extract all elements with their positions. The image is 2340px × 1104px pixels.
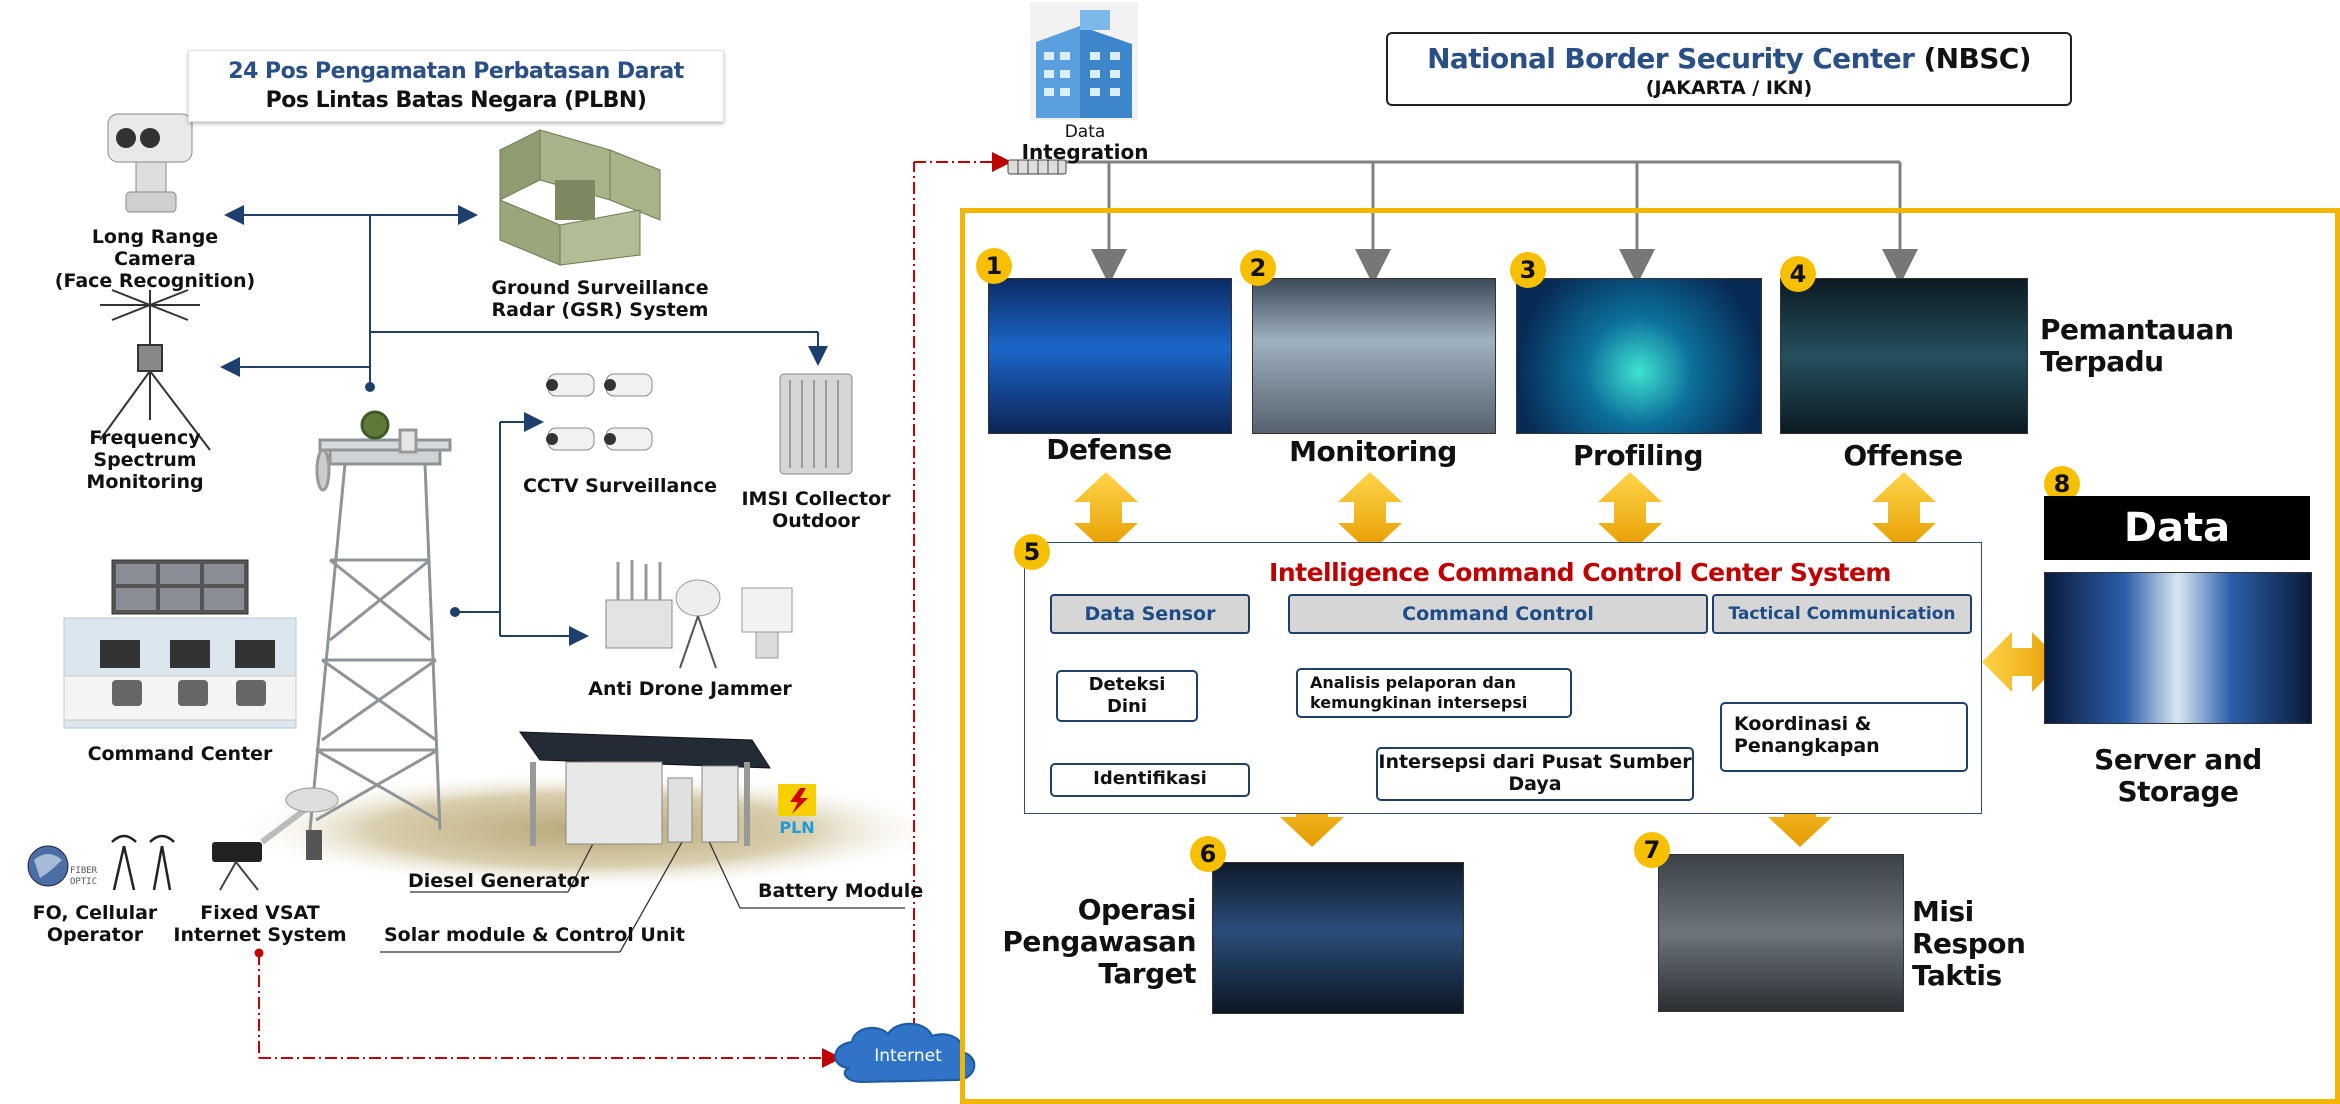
left-title-line2: Pos Lintas Batas Negara (PLBN) (265, 88, 647, 113)
defense-image (988, 278, 1232, 434)
tactical-communication-header: Tactical Communication (1712, 594, 1972, 634)
operasi-badge: 6 (1190, 836, 1226, 872)
profiling-label: Profiling (1572, 439, 1704, 472)
nbsc-subtitle: (JAKARTA / IKN) (1645, 77, 1813, 99)
camera-label: Long Range Camera(Face Recognition) (54, 226, 256, 292)
icccs-badge: 5 (1014, 534, 1050, 570)
module-1-badge: 1 (976, 248, 1012, 284)
long-range-camera-icon (107, 113, 193, 213)
datacenter-arrow (1982, 632, 2062, 692)
nbsc-title-box: National Border Security Center (NBSC) (… (1386, 32, 2072, 106)
internet-links (258, 152, 1012, 1068)
profiling-image (1516, 278, 1762, 434)
surveillance-tower-icon (308, 410, 452, 831)
battery-label: Battery Module (758, 880, 924, 902)
cctv-label: CCTV Surveillance (522, 475, 718, 497)
diesel-label: Diesel Generator (408, 870, 590, 892)
command-center-label: Command Center (87, 743, 273, 765)
jammer-label: Anti Drone Jammer (588, 678, 792, 700)
gsr-radar-icon (499, 129, 661, 266)
datacenter-title: Data Center (2044, 496, 2310, 615)
solar-generator-icon (519, 731, 771, 846)
anti-drone-jammer-icon (605, 560, 793, 669)
sensor-connectors (220, 205, 828, 646)
left-title-box: 24 Pos Pengamatan Perbatasan Darat Pos L… (188, 50, 724, 122)
icccs-title: Intelligence Command Control Center Syst… (1269, 558, 1891, 587)
command-control-header: Command Control (1288, 594, 1708, 634)
module-2-badge: 2 (1240, 250, 1276, 286)
command-center-icon (63, 559, 297, 729)
keyboard-icon (1007, 159, 1067, 175)
internet-cloud (834, 1022, 976, 1084)
cctv-cameras-icon (546, 373, 653, 451)
misi-badge: 7 (1634, 832, 1670, 868)
pln-logo-icon (778, 784, 816, 816)
monitoring-image (1252, 278, 1496, 434)
offense-label: Offense (1843, 439, 1963, 472)
frequency-antenna-icon (99, 289, 211, 451)
pln-label: PLN (779, 818, 815, 837)
nbsc-title: National Border Security Center (1427, 42, 1915, 75)
datacenter-image (2044, 572, 2312, 724)
monitoring-label: Monitoring (1289, 435, 1457, 468)
integration-bus (1062, 160, 1918, 285)
solar-label: Solar module & Control Unit (384, 924, 685, 946)
data-sensor-header: Data Sensor (1050, 594, 1250, 634)
koordinasi-node: Koordinasi &Penangkapan (1720, 702, 1968, 772)
fo-cellular-icon (27, 834, 175, 891)
gold-arrows (1074, 472, 1936, 847)
misi-image (1658, 854, 1904, 1012)
imsi-collector-icon (779, 373, 853, 475)
offense-image (1780, 278, 2028, 434)
nbsc-abbr: (NBSC) (1923, 42, 2031, 75)
server-storage-label: Server and Storage (2094, 743, 2262, 808)
left-title-line1: 24 Pos Pengamatan Perbatasan Darat (228, 59, 684, 84)
internet-label: Internet (874, 1046, 942, 1066)
module-3-badge: 3 (1510, 252, 1546, 288)
defense-label: Defense (1046, 433, 1172, 466)
power-leaders (380, 829, 905, 953)
module-4-badge: 4 (1780, 256, 1816, 292)
data-integration-label: Data Integration (1021, 122, 1149, 164)
data-integration-building-icon (1030, 2, 1138, 120)
vsat-icon (212, 787, 339, 891)
identifikasi-node: Identifikasi (1050, 763, 1250, 797)
nbsc-frame (960, 208, 2340, 1104)
operasi-image (1212, 862, 1464, 1014)
